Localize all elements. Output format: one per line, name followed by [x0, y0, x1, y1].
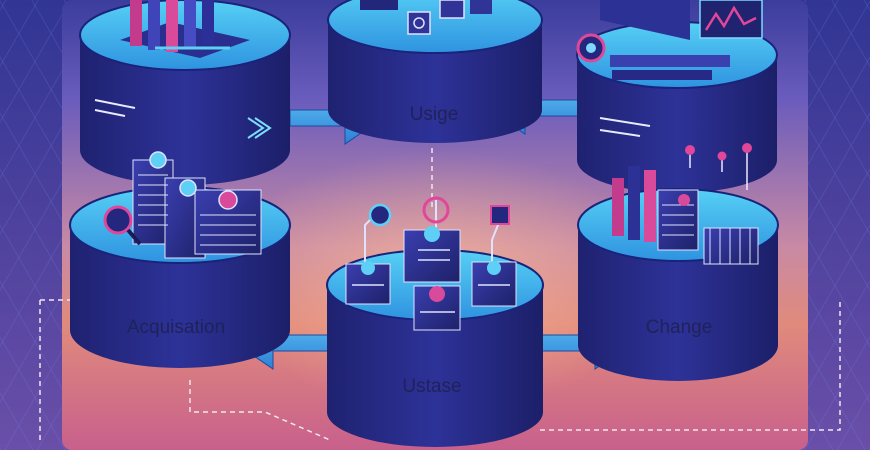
node-mid-right: Change — [577, 166, 779, 381]
cylinder-body — [327, 285, 543, 447]
node-label-top-center: Usige — [410, 104, 459, 125]
dashed-line-bottom-right — [540, 300, 841, 431]
node-top-center: Usige — [327, 0, 543, 143]
cylinder-body — [577, 55, 777, 193]
right-pattern-panel — [800, 0, 870, 450]
bar-graph-icon — [612, 166, 759, 265]
dashed-line-bottom-left — [189, 380, 331, 441]
cylinder-body — [80, 35, 290, 185]
pin-icons — [685, 143, 752, 190]
node-label-mid-right: Change — [646, 317, 713, 338]
left-pattern-panel — [0, 0, 70, 450]
note-lines — [599, 117, 651, 137]
node-label-mid-left: Acquisation — [127, 317, 225, 338]
node-top-left — [79, 0, 291, 185]
bar-chart-icon — [120, 0, 250, 58]
magnifier-icon — [103, 205, 142, 246]
node-top-right — [576, 0, 778, 193]
document-stack-icon — [132, 151, 262, 259]
cube-icon — [360, 0, 492, 35]
server-network-icon — [345, 196, 517, 331]
note-lines — [94, 99, 136, 117]
monitor-chart-icon — [576, 0, 763, 80]
cylinder-body — [70, 225, 290, 368]
dashed-connectors — [39, 148, 841, 441]
node-label-center: Ustase — [402, 376, 461, 397]
node-mid-left: Acquisation — [69, 151, 291, 368]
node-center: Ustase — [326, 196, 544, 447]
chevron-icon — [247, 117, 272, 139]
cylinder-body — [328, 20, 542, 143]
